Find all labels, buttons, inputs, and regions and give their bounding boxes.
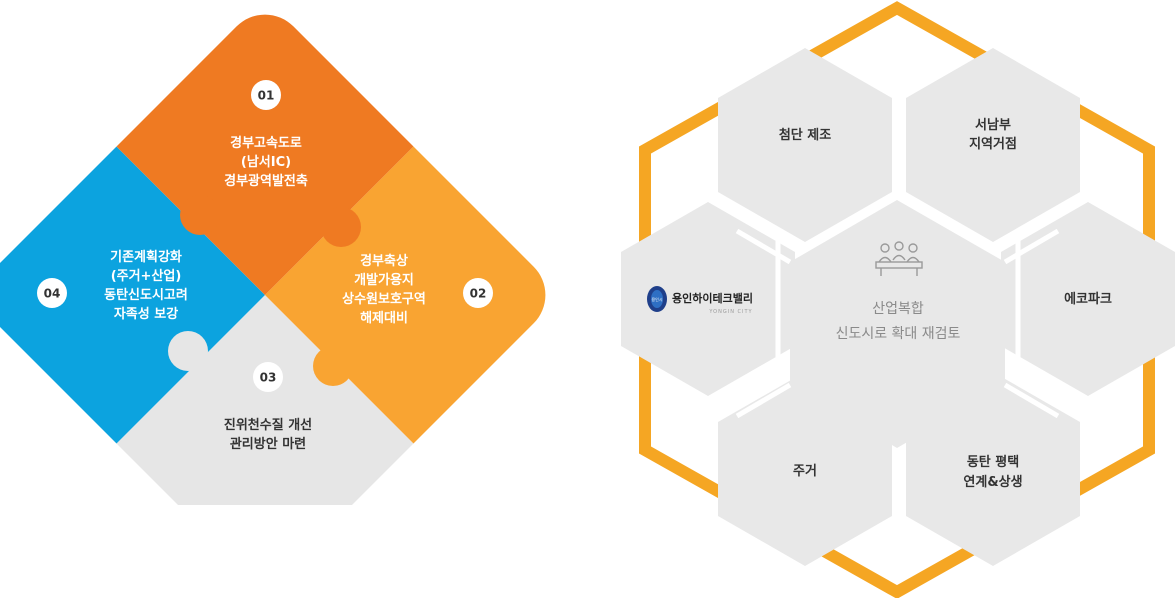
center-label: 산업복합 신도시로 확대 재검토 <box>836 301 961 342</box>
badge-04: 04 <box>37 278 67 308</box>
svg-text:경부축상: 경부축상 <box>360 253 408 269</box>
svg-text:01: 01 <box>258 89 275 103</box>
svg-text:동탄 평택: 동탄 평택 <box>967 454 1019 470</box>
svg-text:04: 04 <box>44 287 61 301</box>
piece-01-label: 경부고속도로 (남서IC) 경부광역발전축 <box>224 135 308 189</box>
piece-04-label: 기존계획강화 (주거+산업) 동탄신도시고려 자족성 보강 <box>104 249 188 322</box>
piece-02-label: 경부축상 개발가용지 상수원보호구역 해제대비 <box>342 253 426 326</box>
hex-top-right <box>906 48 1080 242</box>
svg-text:경부고속도로: 경부고속도로 <box>230 135 302 151</box>
svg-text:개발가용지: 개발가용지 <box>354 272 414 288</box>
hexagon-diagram: 산업복합 신도시로 확대 재검토 첨단 제조 서남부 지역거점 에코파크 동탄 … <box>621 1 1175 598</box>
meeting-people-icon <box>875 241 923 276</box>
svg-text:03: 03 <box>260 371 277 385</box>
svg-text:동탄신도시고려: 동탄신도시고려 <box>104 287 188 303</box>
svg-text:에코파크: 에코파크 <box>1064 291 1112 307</box>
hexagon-frame <box>639 1 1155 598</box>
cell-bottom-left-label: 주거 <box>793 464 817 479</box>
piece-03-label: 진위천수질 개선 관리방안 마련 <box>224 417 312 452</box>
badge-02: 02 <box>463 278 493 308</box>
badge-03: 03 <box>253 362 283 392</box>
cell-top-right-label: 서남부 지역거점 <box>969 117 1017 152</box>
logo-text: 용인하이테크밸리 <box>672 291 753 305</box>
puzzle-knob <box>168 331 208 371</box>
svg-text:(주거+산업): (주거+산업) <box>111 268 182 284</box>
svg-text:관리방안 마련: 관리방안 마련 <box>230 436 306 452</box>
hex-bottom-right <box>906 372 1080 566</box>
hex-right <box>1001 202 1175 396</box>
hex-separators <box>735 92 1060 560</box>
svg-text:첨단 제조: 첨단 제조 <box>779 127 831 143</box>
svg-text:기존계획강화: 기존계획강화 <box>110 249 182 265</box>
svg-text:주거: 주거 <box>793 464 817 479</box>
center-hexagon <box>790 200 1005 448</box>
svg-text:서남부: 서남부 <box>975 117 1011 133</box>
puzzle-knob <box>321 207 361 247</box>
logo-sub-text: YONGIN CITY <box>708 309 752 315</box>
svg-text:산업복합: 산업복합 <box>872 301 924 317</box>
svg-text:신도시로 확대 재검토: 신도시로 확대 재검토 <box>836 326 961 342</box>
badge-01: 01 <box>251 80 281 110</box>
logo-badge-text: 용인시 <box>651 296 662 302</box>
hex-bottom-left <box>718 372 892 566</box>
puzzle-knob <box>180 195 220 235</box>
svg-text:진위천수질 개선: 진위천수질 개선 <box>224 417 312 433</box>
cell-top-left-label: 첨단 제조 <box>779 127 831 143</box>
puzzle-piece-03 <box>55 295 475 505</box>
yongin-logo: 용인시 용인하이테크밸리 YONGIN CITY <box>647 286 753 315</box>
svg-text:해제대비: 해제대비 <box>360 310 408 326</box>
hex-top-left <box>718 48 892 242</box>
svg-text:지역거점: 지역거점 <box>969 136 1017 152</box>
svg-text:연계&상생: 연계&상생 <box>963 475 1022 490</box>
puzzle-knob <box>313 346 353 386</box>
svg-text:경부광역발전축: 경부광역발전축 <box>224 173 308 189</box>
cell-bottom-right-label: 동탄 평택 연계&상생 <box>963 454 1022 490</box>
svg-text:자족성 보강: 자족성 보강 <box>114 306 178 322</box>
svg-text:02: 02 <box>470 287 487 301</box>
svg-text:상수원보호구역: 상수원보호구역 <box>342 291 426 307</box>
cell-right-label: 에코파크 <box>1064 291 1112 307</box>
svg-text:(남서IC): (남서IC) <box>241 154 291 170</box>
hex-left <box>621 202 795 396</box>
